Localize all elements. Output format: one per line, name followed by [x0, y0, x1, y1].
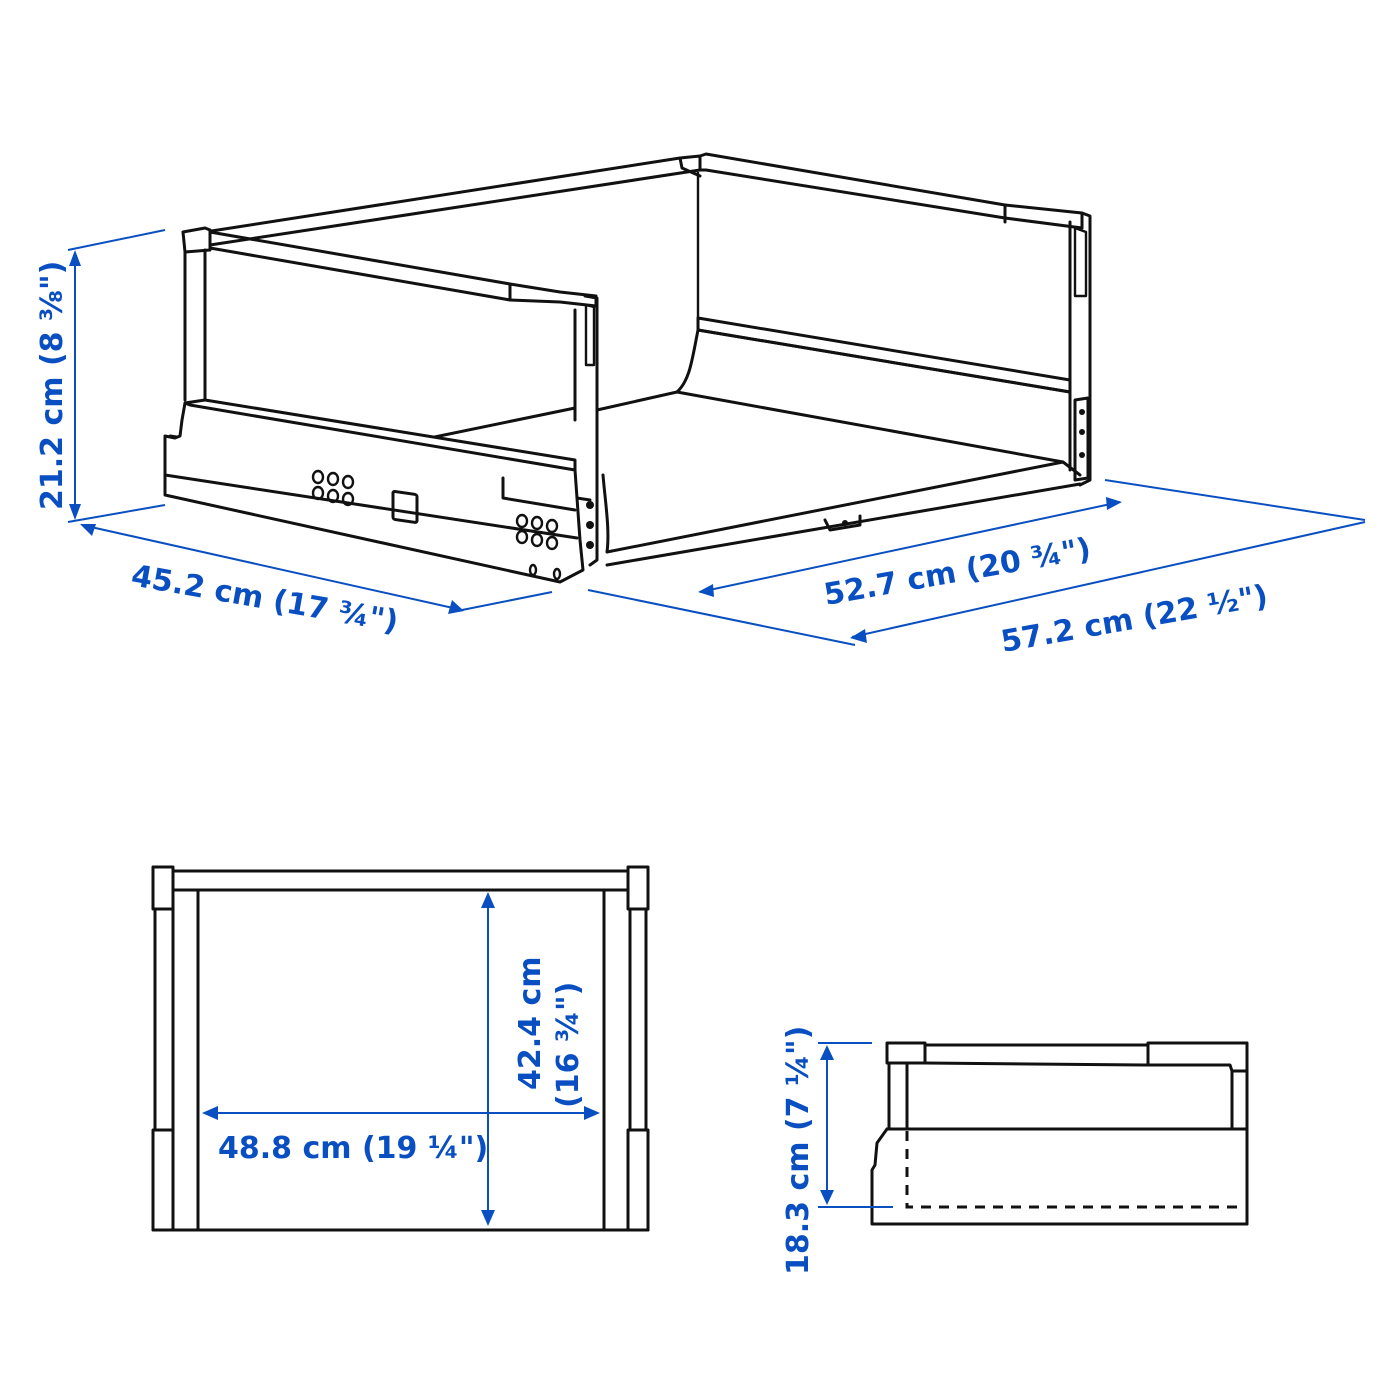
- top-view-dimensions: [202, 892, 600, 1226]
- inner-width-label-top: 48.8 cm (19 ¼"): [218, 1131, 488, 1166]
- height-label-side: 18.3 cm (7 ¼"): [781, 1026, 816, 1275]
- mounting-holes-left: [311, 469, 355, 507]
- side-view-drawing: [870, 1041, 1249, 1226]
- inner-depth-imperial-top: (16 ¾"): [551, 982, 586, 1108]
- perspective-dimensions: [67, 229, 1366, 646]
- mounting-holes-right: [515, 513, 559, 551]
- height-label-perspective: 21.2 cm (8 ⅜"): [35, 261, 70, 510]
- depth-label-perspective: 45.2 cm (17 ¾"): [129, 558, 401, 639]
- perspective-drawer-drawing: [163, 152, 1092, 584]
- side-view-dimensions: [818, 1042, 893, 1208]
- outer-width-label-perspective: 57.2 cm (22 ½"): [998, 578, 1270, 659]
- inner-width-label-perspective: 52.7 cm (20 ¾"): [821, 531, 1093, 612]
- inner-depth-value-top: 42.4 cm: [513, 956, 548, 1090]
- top-view-drawing: [151, 865, 650, 1232]
